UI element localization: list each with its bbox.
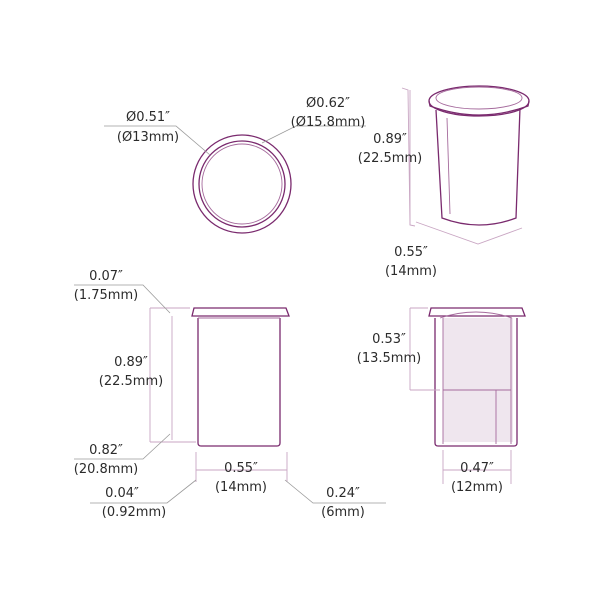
section-width-label: 0.47″ — [460, 461, 494, 476]
perspective-lip-edge — [428, 100, 530, 116]
lip-overhang-mm-label: (6mm) — [321, 505, 365, 520]
wall-thickness-mm-label: (0.92mm) — [102, 505, 166, 520]
perspective-height-label: 0.89″ — [373, 132, 407, 147]
top-view: Ø0.51″ (Ø13mm) Ø0.62″ (Ø15.8mm) — [104, 96, 366, 234]
side-height-label: 0.89″ — [114, 355, 148, 370]
perspective-width-label: 0.55″ — [394, 245, 428, 260]
lip-overhang-leader — [284, 479, 386, 504]
perspective-height-dim — [401, 87, 416, 227]
perspective-width-mm-label: (14mm) — [385, 264, 437, 279]
perspective-lip-inner — [435, 86, 523, 110]
perspective-body-shade — [446, 117, 451, 215]
wall-thickness-leader — [90, 479, 197, 504]
section-depth-label: 0.53″ — [372, 332, 406, 347]
side-height-mm-label: (22.5mm) — [99, 374, 163, 389]
body-height-leader — [74, 433, 171, 460]
side-lip — [191, 307, 290, 317]
perspective-height-mm-label: (22.5mm) — [358, 151, 422, 166]
section-view: 0.53″ (13.5mm) 0.47″ (12mm) — [357, 307, 526, 495]
section-width-mm-label: (12mm) — [451, 480, 503, 495]
perspective-view: 0.89″ (22.5mm) 0.55″ (14mm) — [358, 85, 530, 279]
section-lip — [428, 307, 526, 317]
outer-diameter-label: Ø0.62″ — [306, 96, 350, 111]
outer-diameter-leader — [261, 125, 366, 144]
lip-thickness-label: 0.07″ — [89, 269, 123, 284]
side-width-mm-label: (14mm) — [215, 480, 267, 495]
section-inner-shade — [443, 318, 513, 442]
side-body — [197, 318, 281, 447]
wall-thickness-label: 0.04″ — [105, 486, 139, 501]
section-body — [434, 318, 518, 447]
side-width-label: 0.55″ — [224, 461, 258, 476]
outer-diameter-mm-label: (Ø15.8mm) — [291, 115, 366, 130]
inner-diameter-mm-label: (Ø13mm) — [117, 130, 179, 145]
perspective-width-dim — [415, 221, 523, 245]
inner-diameter-leader — [104, 125, 211, 156]
inner-circle — [198, 140, 286, 228]
body-height-label: 0.82″ — [89, 443, 123, 458]
side-view: 0.07″ (1.75mm) 0.89″ (22.5mm) 0.82″ (20.… — [74, 269, 386, 520]
body-height-mm-label: (20.8mm) — [74, 462, 138, 477]
outer-circle — [192, 134, 292, 234]
lip-overhang-label: 0.24″ — [326, 486, 360, 501]
inner-diameter-label: Ø0.51″ — [126, 110, 170, 125]
inner-ring — [201, 143, 283, 225]
lip-thickness-mm-label: (1.75mm) — [74, 288, 138, 303]
perspective-body — [435, 107, 521, 226]
perspective-lip-outer — [428, 85, 530, 117]
section-lip-curve — [439, 311, 513, 319]
lip-thickness-leader — [74, 284, 171, 314]
section-depth-mm-label: (13.5mm) — [357, 351, 421, 366]
